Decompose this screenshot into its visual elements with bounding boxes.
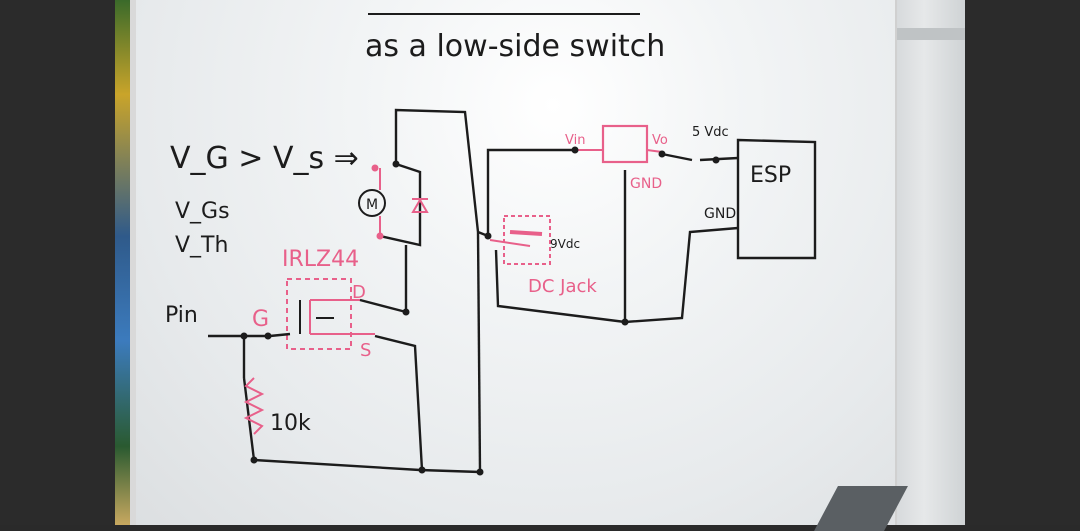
esp-5v-label: 5 Vdc [692,125,729,140]
mosfet-outline [286,278,352,350]
junction-dots [240,146,720,476]
resistor-symbol [243,377,265,435]
letterbox-left [0,0,115,525]
black-wires [208,108,817,474]
side-wall [897,0,965,525]
note-vg-vs: V_G > V_s ⇒ [170,141,359,176]
dc-jack-pin [509,230,543,236]
dc-jack-label: DC Jack [528,276,597,297]
mosfet-gate-label: G [252,307,269,332]
esp-gnd-label: GND [704,206,736,222]
mosfet-drain-label: D [352,282,366,303]
regulator-gnd-label: GND [630,176,662,192]
dc-jack-voltage: 9Vdc [550,237,580,251]
regulator-vo-label: Vo [652,133,668,148]
note-vth: V_Th [175,233,228,258]
pink-junction-dots [371,164,384,240]
resistor-label: 10k [270,411,311,436]
letterbox-right [965,0,1080,525]
diode-symbol [411,198,429,213]
mosfet-part-label: IRLZ44 [282,247,359,272]
dc-jack-outline [503,215,551,265]
mosfet-source-label: S [360,340,371,361]
motor-label: M [366,197,378,213]
esp-label: ESP [750,163,791,188]
dc-jack-sleeve [489,239,531,247]
regulator-vin-label: Vin [565,133,585,148]
motor-symbol [358,189,386,217]
heading-text: as a low-side switch [365,29,665,64]
whiteboard [130,0,900,525]
shelf-ledge [897,28,965,40]
regulator-body [601,124,649,164]
note-pin: Pin [165,303,198,328]
note-vgs: V_Gs [175,199,230,224]
